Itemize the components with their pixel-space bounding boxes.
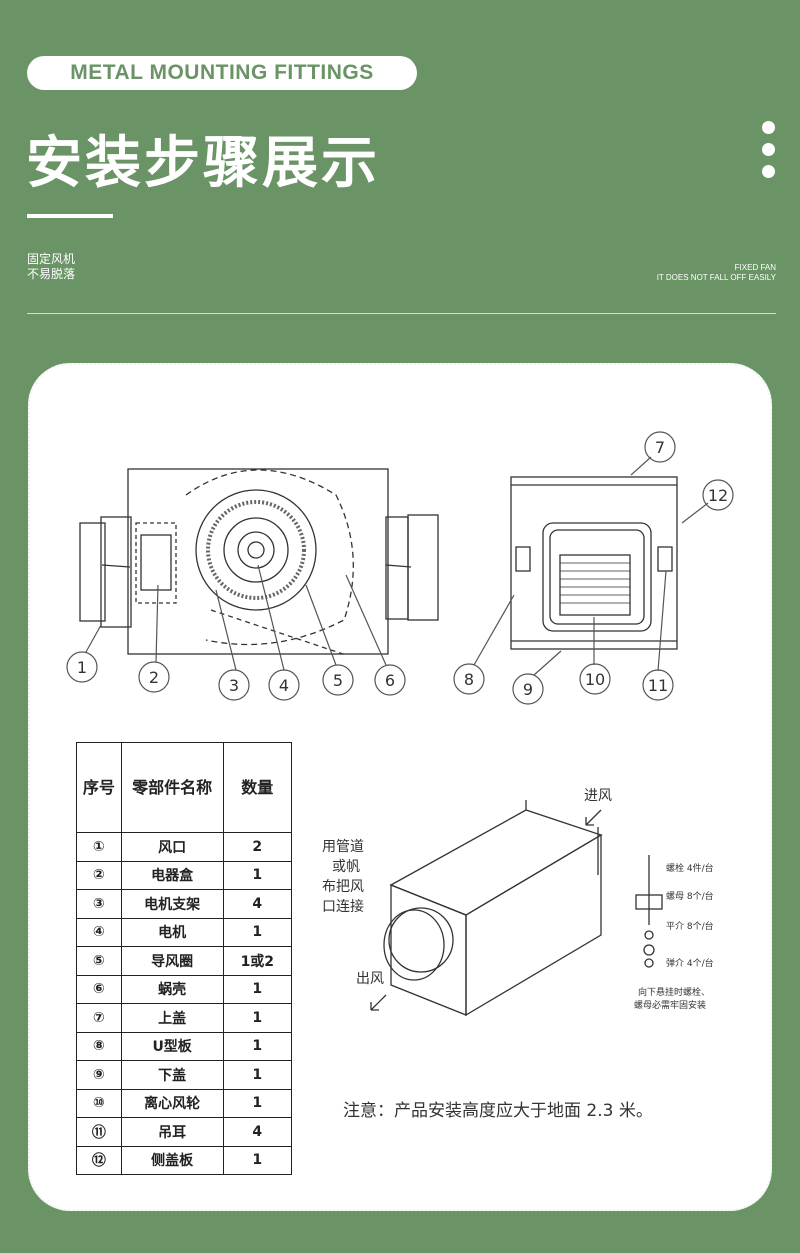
callout-2: 2 bbox=[149, 668, 159, 687]
header-qty-text: 数量 bbox=[241, 777, 274, 797]
row-name: 离心风轮 bbox=[120, 1088, 224, 1118]
row-qty: 1 bbox=[222, 1031, 293, 1061]
header-name: 零部件名称 bbox=[120, 742, 224, 833]
row-index: ③ bbox=[76, 889, 122, 919]
row-name: 电器盒 bbox=[120, 860, 224, 890]
duct-note-3: 布把风 bbox=[322, 879, 364, 895]
duct-note-4: 口连接 bbox=[322, 898, 364, 915]
row-name: 吊耳 bbox=[120, 1117, 224, 1147]
callout-1: 1 bbox=[77, 658, 87, 677]
row-name: 导风圈 bbox=[120, 946, 224, 976]
row-qty: 2 bbox=[222, 832, 293, 862]
row-index: ④ bbox=[76, 917, 122, 947]
subtitle-left-line-2: 不易脱落 bbox=[27, 267, 76, 281]
callout-6: 6 bbox=[385, 671, 395, 690]
row-index: ⑪ bbox=[76, 1117, 122, 1147]
row-qty: 1 bbox=[222, 860, 293, 890]
callout-10: 10 bbox=[585, 670, 605, 689]
row-index: ② bbox=[76, 860, 122, 890]
row-index: ⑧ bbox=[76, 1031, 122, 1061]
row-name: 下盖 bbox=[120, 1060, 224, 1090]
install-height-note: 注意：产品安装高度应大于地面 2.3 米。 bbox=[343, 1101, 653, 1121]
row-qty: 1 bbox=[222, 1060, 293, 1090]
subtitle-right: FIXED FAN IT DOES NOT FALL OFF EASILY bbox=[657, 263, 776, 283]
callout-9: 9 bbox=[523, 680, 533, 699]
callout-12: 12 bbox=[708, 486, 728, 505]
row-qty: 4 bbox=[222, 889, 293, 919]
row-index: ⑩ bbox=[76, 1088, 122, 1118]
hang-note-1: 向下悬挂时螺栓、 bbox=[638, 986, 710, 998]
row-qty: 1 bbox=[222, 1145, 293, 1175]
row-index: ⑦ bbox=[76, 1003, 122, 1033]
row-name: 侧盖板 bbox=[120, 1145, 224, 1175]
subtitle-left-line-1: 固定风机 bbox=[27, 252, 76, 266]
callout-3: 3 bbox=[229, 676, 239, 695]
more-icon[interactable] bbox=[762, 121, 776, 187]
callout-labels: 1 2 3 4 5 6 7 8 9 10 11 12 bbox=[77, 438, 728, 699]
row-qty: 4 bbox=[222, 1117, 293, 1147]
callout-4: 4 bbox=[279, 676, 289, 695]
row-name: 风口 bbox=[120, 832, 224, 862]
fan-exploded-diagram: 1 2 3 4 5 6 7 8 9 10 11 12 进风 出风 用管道 或帆 … bbox=[66, 431, 734, 1017]
row-qty: 1 bbox=[222, 917, 293, 947]
divider bbox=[27, 313, 776, 314]
row-qty: 1 bbox=[222, 1088, 293, 1118]
row-name: U型板 bbox=[120, 1031, 224, 1061]
row-qty: 1 bbox=[222, 1003, 293, 1033]
header-index-text: 序号 bbox=[82, 777, 115, 797]
row-index: ⑤ bbox=[76, 946, 122, 976]
duct-note-2: 或帆 bbox=[332, 859, 360, 875]
subtitle-right-line-1: FIXED FAN bbox=[734, 263, 776, 272]
page-title: 安装步骤展示 bbox=[26, 131, 380, 196]
header-qty: 数量 bbox=[222, 742, 293, 833]
washer-label: 平介 8个/台 bbox=[666, 920, 714, 932]
in-air-label: 进风 bbox=[584, 788, 612, 804]
row-qty: 1 bbox=[222, 974, 293, 1004]
callout-11: 11 bbox=[648, 676, 668, 695]
out-air-label: 出风 bbox=[356, 971, 384, 987]
row-name: 电机 bbox=[120, 917, 224, 947]
duct-note-1: 用管道 bbox=[322, 839, 364, 855]
row-qty: 1或2 bbox=[222, 946, 293, 976]
bolt-label: 螺栓 4件/台 bbox=[666, 862, 714, 874]
row-name: 电机支架 bbox=[120, 889, 224, 919]
hang-note-2: 螺母必需牢固安装 bbox=[634, 999, 706, 1011]
row-index: ⑥ bbox=[76, 974, 122, 1004]
subtitle-left: 固定风机 不易脱落 bbox=[27, 252, 75, 282]
row-index: ⑨ bbox=[76, 1060, 122, 1090]
row-name: 蜗壳 bbox=[120, 974, 224, 1004]
header-index: 序号 bbox=[76, 742, 122, 833]
subtitle-right-line-2: IT DOES NOT FALL OFF EASILY bbox=[656, 273, 776, 282]
table-header-row: 序号 零部件名称 数量 bbox=[76, 742, 293, 833]
install-drawing bbox=[370, 800, 663, 1017]
header-badge: METAL MOUNTING FITTINGS bbox=[27, 56, 417, 90]
callout-8: 8 bbox=[464, 670, 474, 689]
nut-label: 螺母 8个/台 bbox=[666, 890, 714, 902]
spring-washer-label: 弹介 4个/台 bbox=[666, 957, 714, 969]
row-name: 上盖 bbox=[120, 1003, 224, 1033]
title-underline bbox=[27, 214, 113, 218]
row-index: ① bbox=[76, 832, 122, 862]
header-name-text: 零部件名称 bbox=[132, 777, 213, 797]
callout-5: 5 bbox=[333, 671, 343, 690]
row-index: ⑫ bbox=[76, 1145, 122, 1175]
callout-7: 7 bbox=[655, 438, 665, 457]
